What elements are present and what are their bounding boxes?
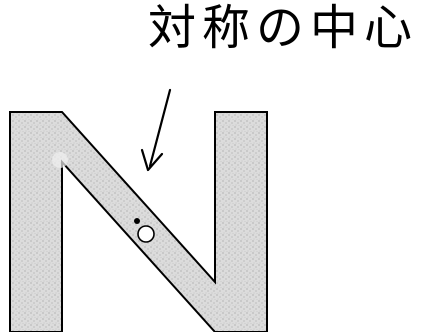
center-dot	[134, 218, 140, 224]
highlight-spot	[52, 152, 68, 168]
symmetry-center-circle	[137, 225, 155, 243]
symmetry-center-label: 対称の中心	[148, 0, 419, 56]
arrow-icon	[140, 88, 172, 172]
